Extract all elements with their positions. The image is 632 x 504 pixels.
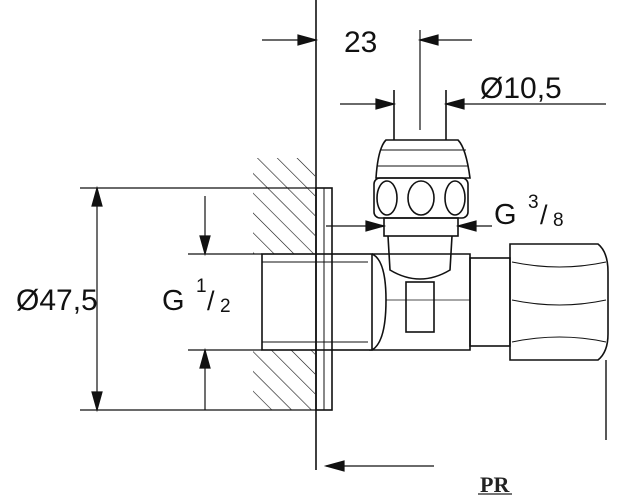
svg-text:8: 8	[553, 210, 564, 231]
inlet-thread-label: G 1 / 2	[162, 276, 231, 317]
body-port	[405, 281, 435, 333]
pr-logo: PR	[478, 472, 512, 497]
valve-block	[368, 253, 471, 351]
inlet-pipe	[261, 253, 373, 351]
valve-body	[261, 0, 609, 470]
wall-hatching	[253, 158, 315, 410]
svg-text:/: /	[540, 200, 548, 230]
svg-text:3: 3	[528, 192, 539, 213]
outlet-diameter-label: Ø10,5	[480, 72, 562, 105]
svg-text:PR: PR	[480, 472, 510, 497]
width-dimension-label: 23	[344, 26, 377, 59]
valve-head-knurl	[373, 177, 469, 219]
dimension-lines	[80, 30, 606, 472]
svg-text:2: 2	[220, 296, 231, 317]
svg-text:/: /	[207, 286, 215, 316]
valve-head-base	[383, 217, 459, 237]
outlet-connector	[469, 257, 511, 347]
outlet-nut	[509, 243, 609, 361]
valve-head-top	[375, 139, 471, 179]
svg-text:G: G	[162, 285, 185, 317]
svg-text:G: G	[494, 199, 517, 231]
outlet-thread-label: G 3 / 8	[494, 192, 564, 231]
valve-neck	[387, 235, 453, 280]
svg-text:1: 1	[196, 276, 207, 297]
flange-diameter-label: Ø47,5	[16, 284, 98, 317]
